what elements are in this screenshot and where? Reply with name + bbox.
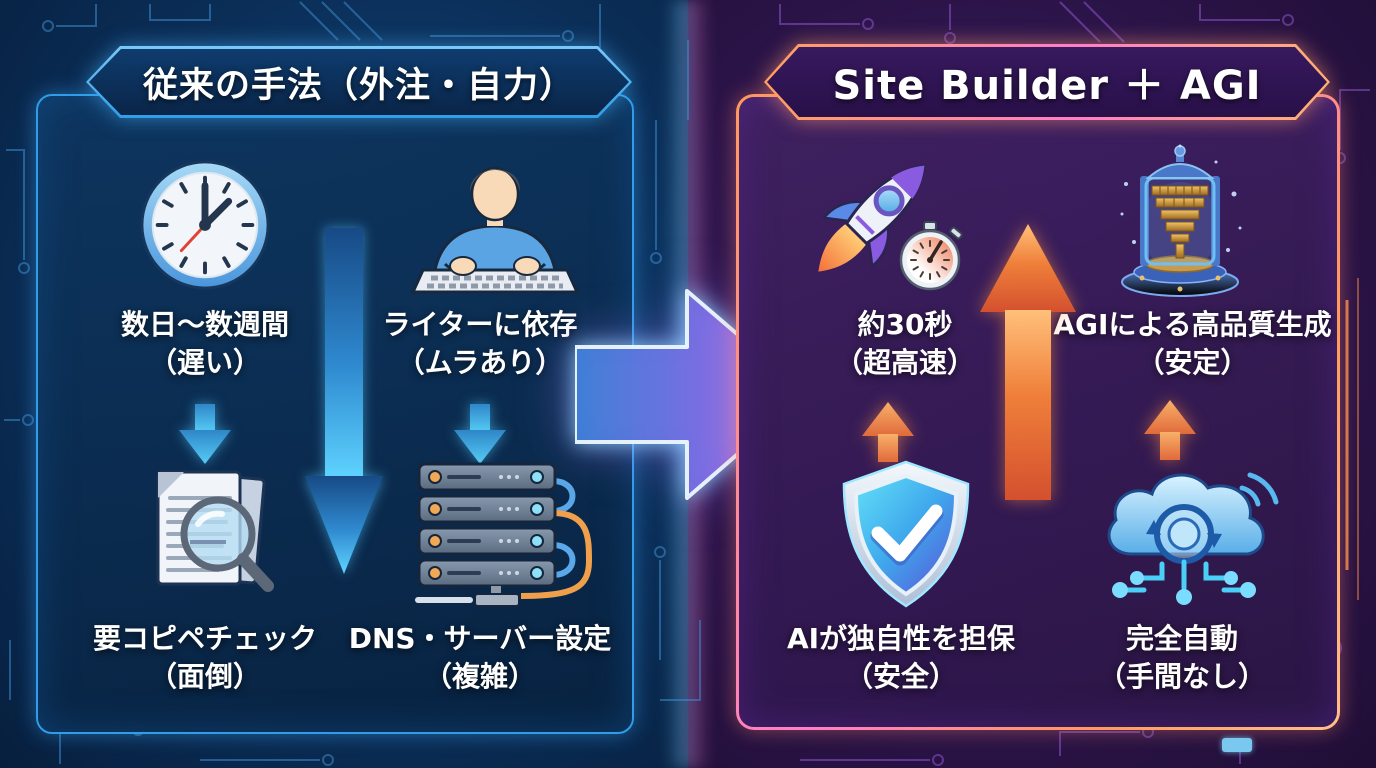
right-panel-title: Site Builder ＋ AGI: [832, 63, 1262, 109]
big-up-arrow: [980, 224, 1076, 500]
label-line: AIが独自性を担保: [786, 622, 1016, 655]
writer-typing-icon: [410, 166, 580, 294]
label-line: （面倒）: [148, 660, 261, 693]
banner-fill: [767, 47, 1327, 117]
clock-icon: [140, 160, 270, 290]
right-item-4-label: 完全自動 （手間なし）: [1032, 620, 1332, 696]
label-line: （遅い）: [148, 346, 261, 379]
documents-magnifier-icon: [156, 470, 274, 592]
left-item-2-label: ライターに依存 （ムラあり）: [330, 306, 630, 382]
label-line: AGIによる高品質生成: [1053, 308, 1332, 341]
label-line: （複雑）: [423, 660, 536, 693]
label-line: （超高速）: [834, 346, 975, 379]
down-arrow-icon: [454, 404, 506, 464]
label-line: ライターに依存: [382, 308, 578, 341]
label-line: （手間なし）: [1097, 660, 1266, 693]
cloud-automation-icon: [1107, 472, 1279, 605]
left-item-4-label: DNS・サーバー設定 （複雑）: [322, 620, 638, 696]
shield-check-icon: [842, 460, 970, 608]
up-arrow-icon: [1144, 400, 1196, 460]
left-item-1-label: 数日〜数週間 （遅い）: [55, 306, 355, 382]
label-line: DNS・サーバー設定: [348, 622, 612, 655]
right-item-3-label: AIが独自性を担保 （安全）: [745, 620, 1057, 696]
banner-fill: [89, 49, 629, 115]
label-line: （安全）: [844, 660, 957, 693]
left-item-3-label: 要コピペチェック （面倒）: [50, 620, 360, 696]
agi-machine-icon: [1120, 144, 1242, 297]
right-panel-title-banner: Site Builder ＋ AGI: [764, 44, 1330, 120]
left-panel-title: 従来の手法（外注・自力）: [142, 65, 575, 106]
label-line: 約30秒: [857, 308, 953, 341]
server-rack-icon: [415, 462, 593, 607]
label-line: （安定）: [1136, 346, 1249, 379]
rocket-stopwatch-icon: [818, 163, 963, 291]
label-line: 完全自動: [1125, 622, 1238, 655]
label-line: 数日〜数週間: [120, 308, 289, 341]
left-panel-title-banner: 従来の手法（外注・自力）: [86, 46, 632, 118]
label-line: 要コピペチェック: [92, 622, 317, 655]
right-item-1-label: 約30秒 （超高速）: [765, 306, 1045, 382]
down-arrow-icon: [179, 404, 231, 464]
label-line: （ムラあり）: [396, 346, 564, 379]
right-item-2-label: AGIによる高品質生成 （安定）: [1035, 306, 1350, 382]
big-down-arrow: [305, 228, 383, 574]
up-arrow-icon: [862, 402, 914, 462]
decorative-chip: [1222, 738, 1252, 752]
